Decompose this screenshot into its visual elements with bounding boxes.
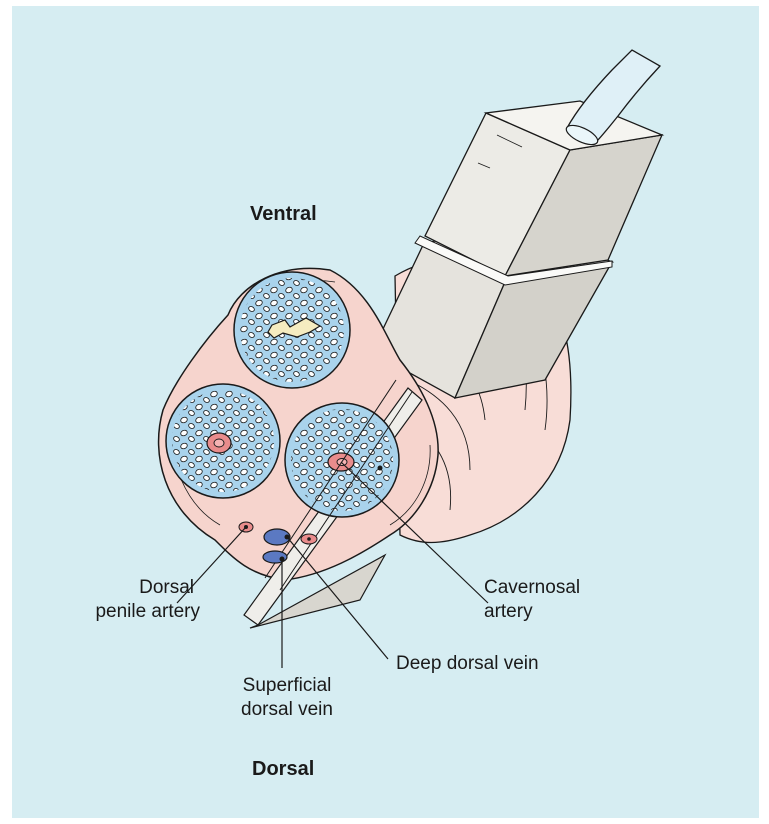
corpus-spongiosum (234, 272, 350, 388)
deep-dorsal-vein-label: Deep dorsal vein (396, 652, 539, 676)
ventral-label: Ventral (250, 202, 317, 226)
superficial-dorsal-vein-dot (280, 557, 285, 562)
corpus-cavernosum-right (285, 403, 399, 517)
penile-cross-section-illustration (12, 6, 759, 818)
superficial-dorsal-vein-label: Superficial dorsal vein (217, 674, 357, 722)
cavernosal-artery-dot (378, 466, 383, 471)
dorsal-label: Dorsal (252, 757, 314, 781)
figure-frame: Ventral Dorsal penile artery Cavernosal … (12, 6, 759, 818)
dorsal-penile-artery-label: Dorsal penile artery (40, 576, 200, 624)
deep-dorsal-vein-dot (285, 535, 290, 540)
corpus-cavernosum-left (166, 384, 280, 498)
cavernosal-artery-label: Cavernosal artery (484, 576, 614, 624)
ultrasound-transducer-icon (372, 101, 662, 398)
